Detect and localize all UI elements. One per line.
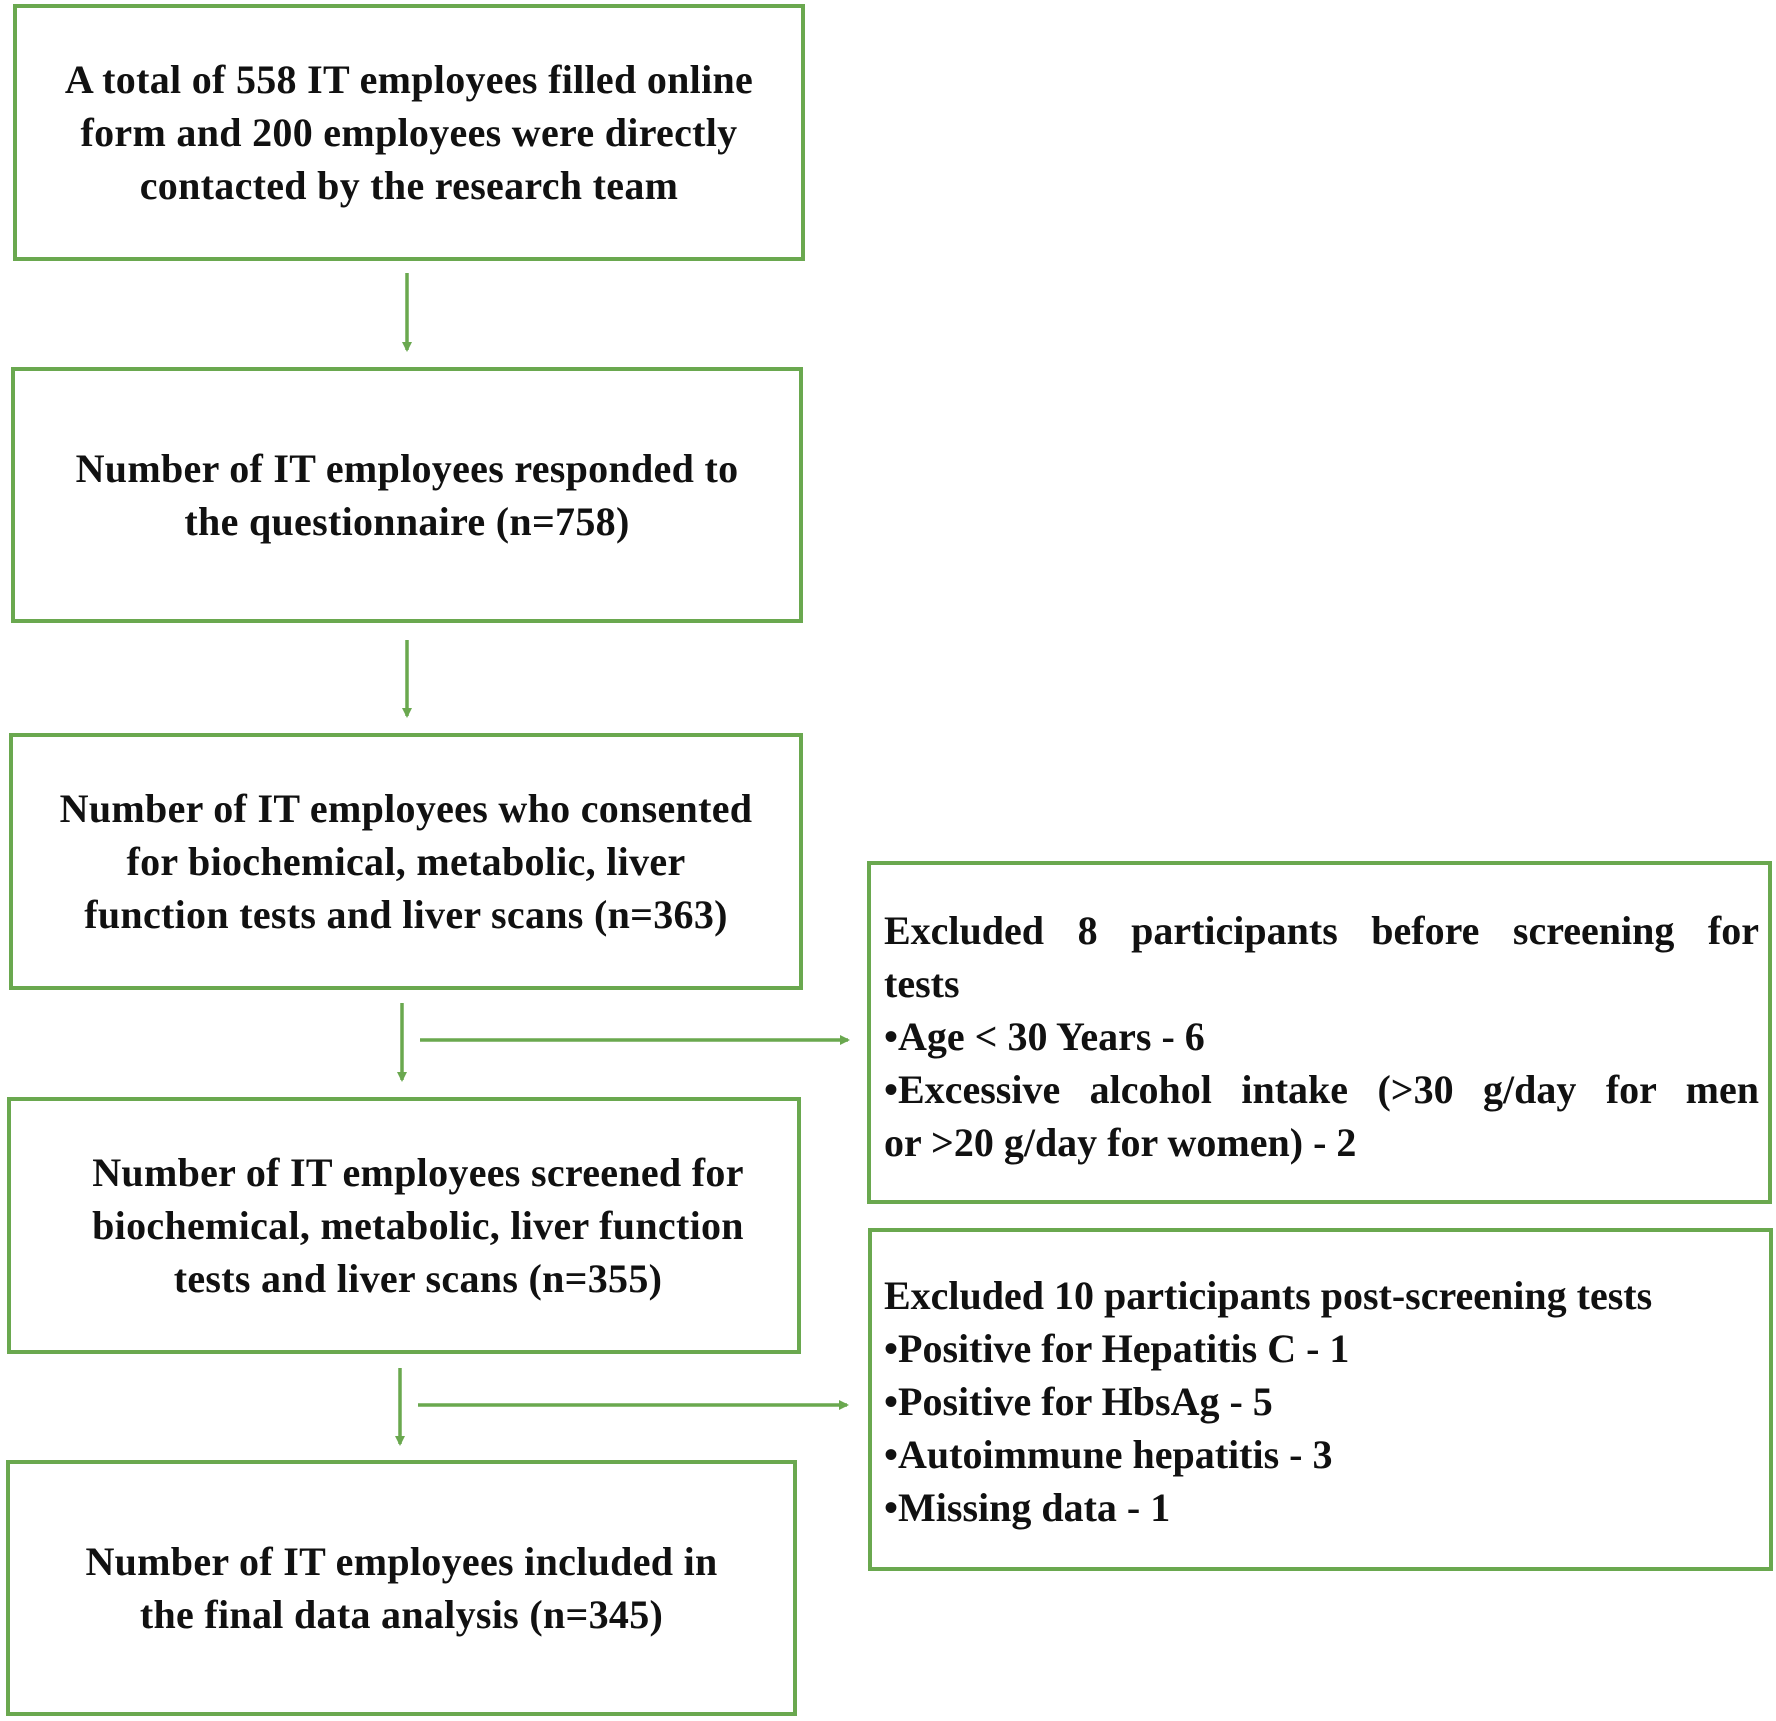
flow-box-included: Number of IT employees included in the f… [6,1460,797,1716]
exclusion-1-bullet-alcohol-line2: or >20 g/day for women) - 2 [884,1120,1357,1165]
flow-box-screened: Number of IT employees screened for bioc… [7,1097,801,1354]
exclusion-2-bullet-autoimmune: •Autoimmune hepatitis - 3 [884,1432,1333,1477]
exclusion-2-bullet-hbsag: •Positive for HbsAg - 5 [884,1379,1273,1424]
exclusion-2-heading: Excluded 10 participants post-screening … [884,1273,1653,1318]
exclusion-box-postscreening: Excluded 10 participants post-screening … [868,1228,1773,1571]
exclusion-2-bullet-hepatitis-c: •Positive for Hepatitis C - 1 [884,1326,1350,1371]
flow-box-responded: Number of IT employees responded to the … [11,367,803,623]
exclusion-1-bullet-age: •Age < 30 Years - 6 [884,1014,1205,1059]
exclusion-2-bullet-missing-data: •Missing data - 1 [884,1485,1171,1530]
flow-box-responded-text: Number of IT employees responded to the … [75,446,739,544]
flow-box-included-text: Number of IT employees included in the f… [85,1539,718,1637]
flow-box-consented-text: Number of IT employees who consented for… [59,786,753,937]
exclusion-box-prescreening-text: Excluded 8 participants before screening… [884,904,1759,1169]
exclusion-box-postscreening-text: Excluded 10 participants post-screening … [884,1269,1764,1534]
exclusion-1-bullet-alcohol-line1: •Excessive alcohol intake (>30 g/day for… [884,1067,1759,1112]
flow-box-initial: A total of 558 IT employees filled onlin… [13,4,805,261]
exclusion-box-prescreening: Excluded 8 participants before screening… [867,861,1772,1204]
exclusion-1-heading-line2: tests [884,961,960,1006]
exclusion-1-heading-line1: Excluded 8 participants before screening… [884,908,1759,953]
flow-box-consented: Number of IT employees who consented for… [9,733,803,990]
flow-box-screened-text: Number of IT employees screened for bioc… [92,1150,744,1301]
flow-box-initial-text: A total of 558 IT employees filled onlin… [64,57,754,208]
